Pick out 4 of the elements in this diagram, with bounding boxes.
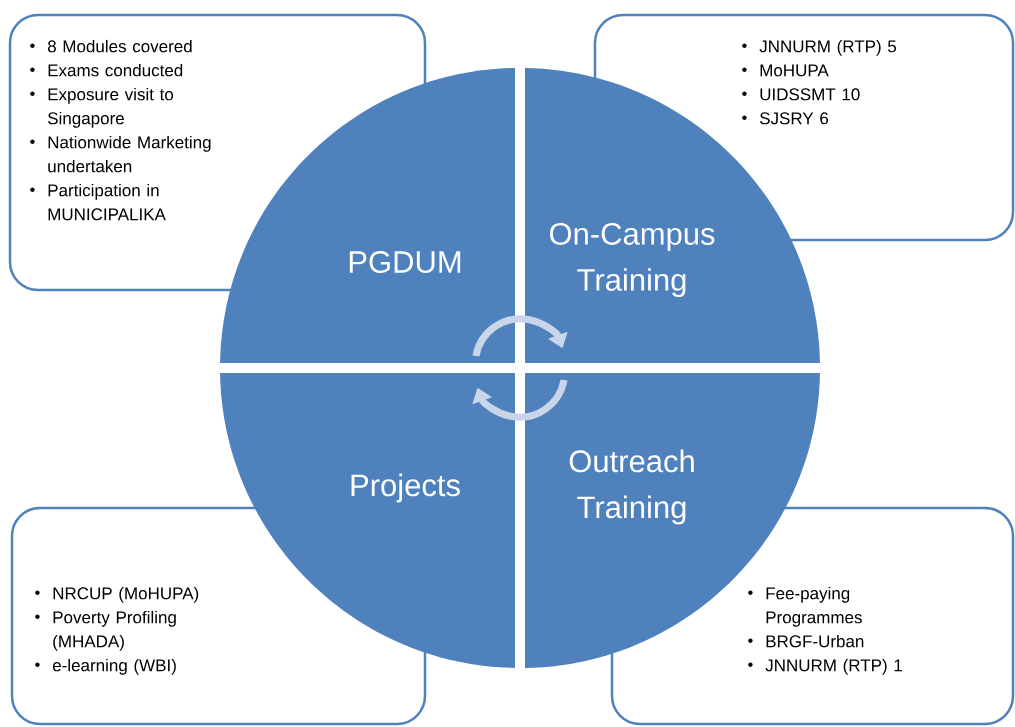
cycle-arrow bbox=[472, 315, 568, 357]
quadrant: Projects bbox=[220, 373, 515, 668]
quadrant: PGDUM bbox=[220, 68, 515, 363]
cycle-arrow bbox=[472, 379, 568, 421]
